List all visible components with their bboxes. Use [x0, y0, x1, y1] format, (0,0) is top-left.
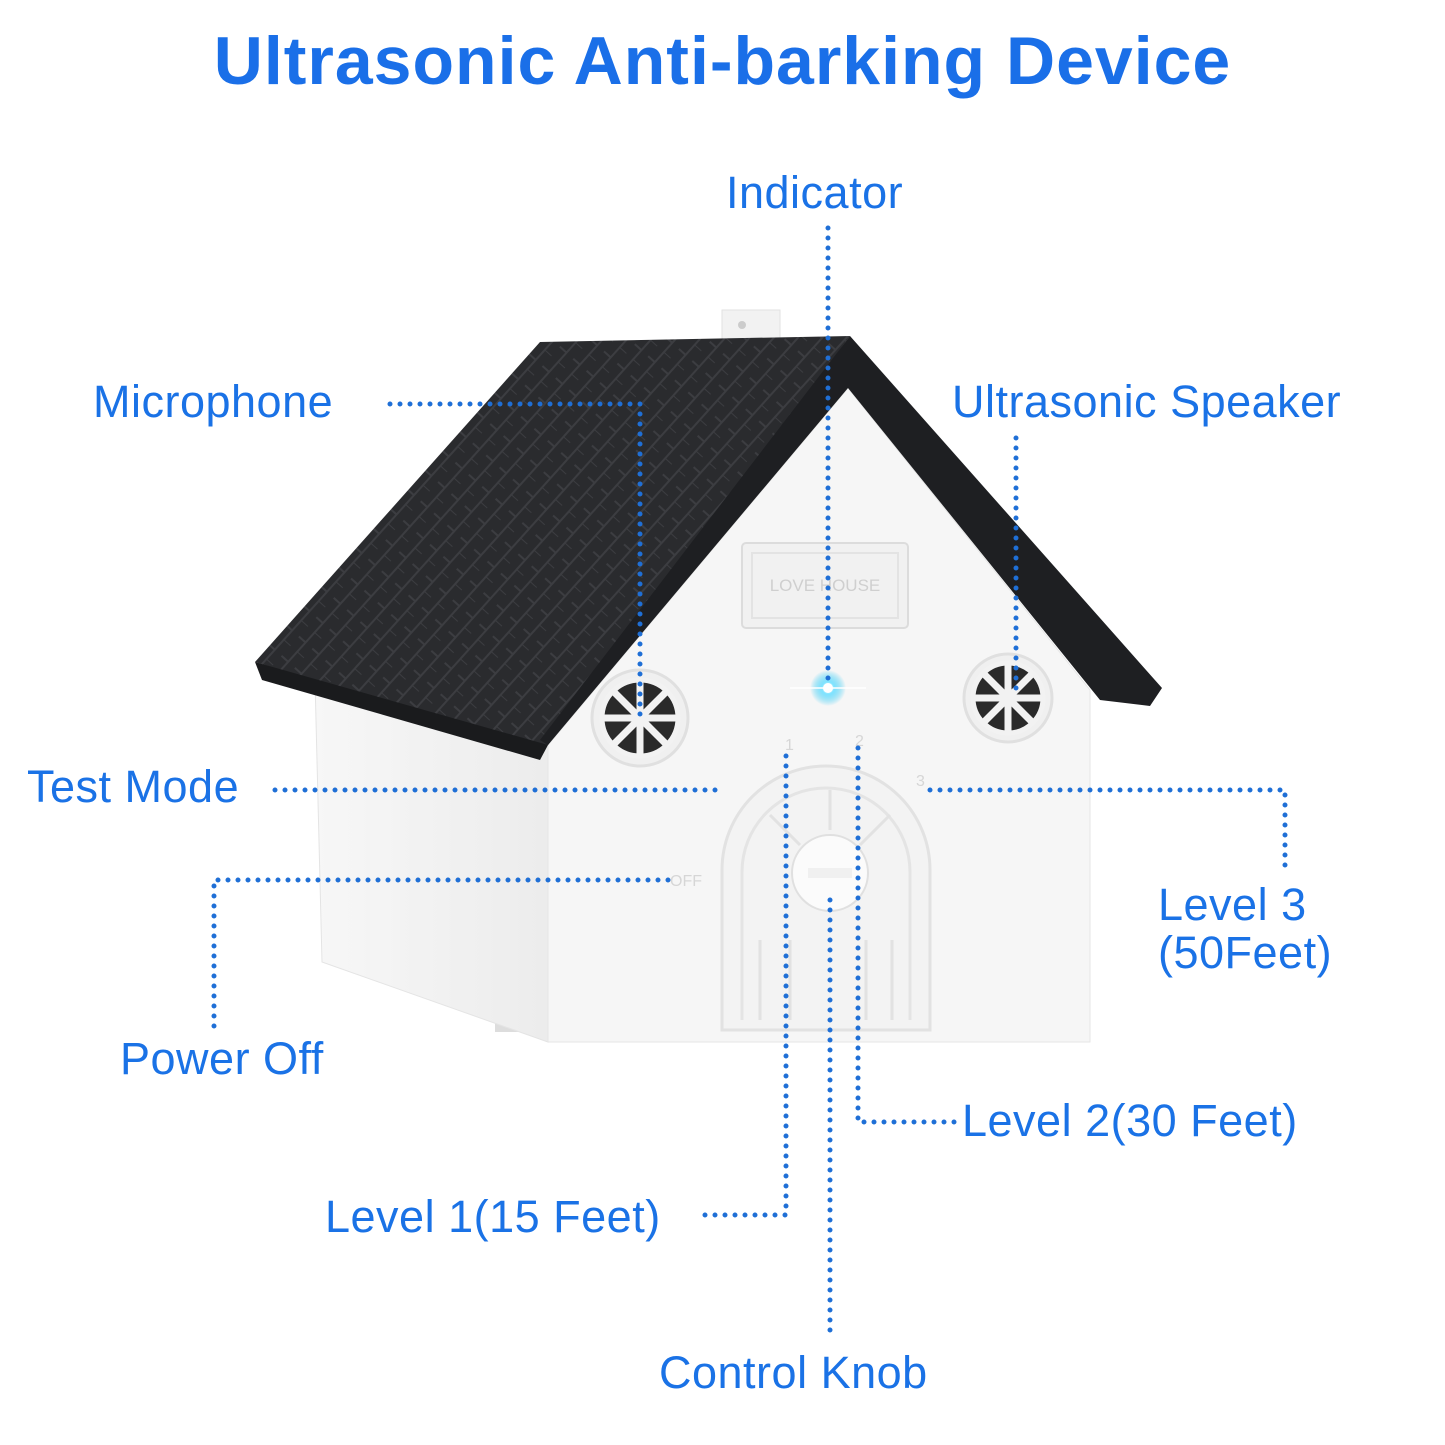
label-microphone: Microphone [93, 376, 334, 427]
label-level3: Level 3 [1158, 879, 1307, 930]
microphone-vent [590, 668, 690, 768]
page-title: Ultrasonic Anti-barking Device [213, 23, 1232, 99]
label-ultrasonic-speaker: Ultrasonic Speaker [952, 376, 1342, 427]
roof [255, 336, 850, 748]
control-knob[interactable] [791, 834, 869, 912]
label-control-knob: Control Knob [659, 1347, 928, 1398]
microphone-leader [387, 401, 643, 719]
label-level1: Level 1(15 Feet) [325, 1191, 661, 1242]
label-power-off: Power Off [120, 1033, 324, 1084]
level1-leader [695, 753, 789, 1218]
svg-text:LOVE HOUSE: LOVE HOUSE [770, 576, 881, 595]
label-indicator: Indicator [726, 167, 904, 218]
roof-edge [255, 662, 548, 760]
love-house-sign: LOVE HOUSE [741, 542, 909, 629]
dial-mark-3: 3 [916, 773, 925, 790]
indicator-led [790, 670, 866, 706]
power-off-leader [211, 877, 671, 1033]
speaker-vent [962, 652, 1054, 744]
dial-mark-1: 1 [785, 737, 794, 754]
label-test-mode: Test Mode [27, 761, 240, 812]
label-level3-range: (50Feet) [1158, 927, 1333, 978]
level2-leader [855, 745, 959, 1125]
dial-mark-off: OFF [670, 873, 702, 890]
label-level2: Level 2(30 Feet) [962, 1095, 1298, 1146]
dial-mark-2: 2 [855, 733, 864, 750]
level3-leader [927, 787, 1288, 875]
